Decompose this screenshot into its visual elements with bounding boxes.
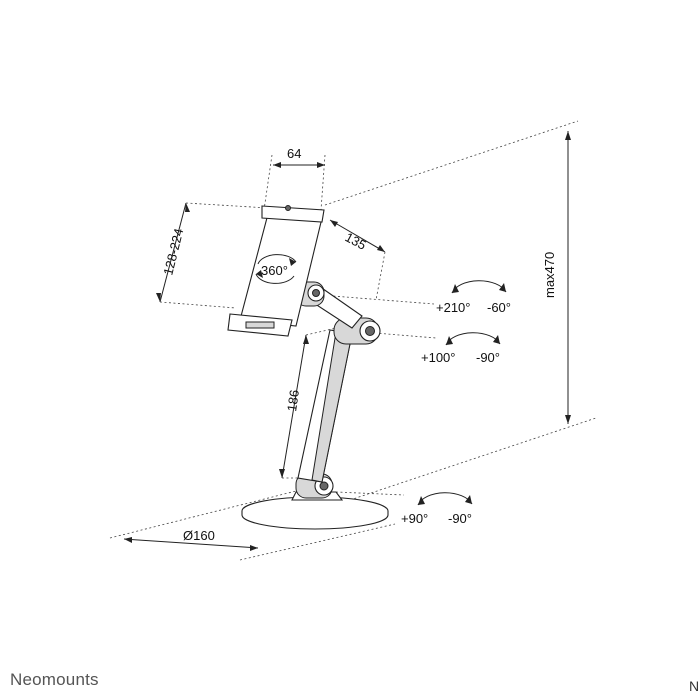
base-plate-edge bbox=[241, 511, 389, 530]
top-joint-rotate-arrow-right bbox=[499, 283, 506, 292]
holder-height-label: 128-224 bbox=[160, 227, 186, 277]
height-top-guide bbox=[324, 120, 579, 206]
base-joint-rotate-arrow-left bbox=[418, 496, 425, 505]
reach-guide-down bbox=[375, 251, 386, 301]
holder-height-dim-line bbox=[159, 202, 187, 303]
top-joint-plus-label: +210° bbox=[436, 300, 470, 315]
holder-top-clamp bbox=[261, 205, 325, 223]
holder-height-guide-bottom bbox=[159, 301, 237, 309]
rotate-360-arc-bottom bbox=[255, 273, 295, 284]
base-guide-left bbox=[109, 489, 301, 539]
arm-length-arrow-top bbox=[303, 335, 309, 344]
base-joint-plus-label: +90° bbox=[401, 511, 428, 526]
base-joint-guide bbox=[335, 491, 405, 496]
height-arrow-bottom bbox=[565, 415, 571, 424]
mid-joint-minus-label: -90° bbox=[476, 350, 500, 365]
holder-height-arrow-top bbox=[185, 203, 190, 212]
holder-rotation-label: 360° bbox=[261, 263, 288, 278]
holder-height-guide-top bbox=[185, 202, 269, 209]
mid-joint-rotate-arrow-right bbox=[493, 335, 500, 344]
base-arrow-right bbox=[250, 545, 258, 551]
stand-drawing bbox=[227, 205, 389, 530]
total-height-label: max470 bbox=[542, 252, 557, 298]
mid-joint-plus-label: +100° bbox=[421, 350, 455, 365]
holder-width-label: 64 bbox=[287, 146, 301, 161]
rotate-360-arrow-bottom bbox=[256, 270, 263, 278]
width-guide-right bbox=[320, 154, 326, 211]
base-diameter-label: Ø160 bbox=[183, 528, 215, 543]
mid-joint-rotate-arrow-left bbox=[446, 336, 453, 345]
clamp-slot bbox=[245, 321, 275, 329]
height-bottom-guide bbox=[349, 417, 597, 501]
width-arrow-right bbox=[317, 162, 325, 168]
base-joint-rotate-arrow-right bbox=[465, 495, 472, 504]
base-joint-rotate-arc bbox=[417, 492, 473, 506]
base-knob-center bbox=[319, 481, 329, 491]
mid-knob-center bbox=[365, 326, 375, 336]
rotation-indicators bbox=[417, 280, 507, 506]
arm-reach-label: 135 bbox=[343, 229, 369, 252]
rotate-360-arrow-top bbox=[289, 258, 296, 266]
base-joint-minus-label: -90° bbox=[448, 511, 472, 526]
width-guide-left bbox=[263, 154, 273, 211]
top-joint-guide bbox=[319, 294, 435, 305]
top-joint-rotate-arc bbox=[451, 280, 507, 294]
edge-mark: N bbox=[689, 678, 700, 694]
base-arrow-left bbox=[124, 537, 132, 543]
brand-logo-text: Neomounts bbox=[10, 670, 99, 689]
height-arrow-top bbox=[565, 131, 571, 140]
base-dim-line bbox=[123, 538, 259, 549]
mid-joint-rotate-arc bbox=[445, 332, 501, 346]
holder-height-arrow-bottom bbox=[156, 293, 161, 302]
clamp-screw bbox=[285, 205, 291, 211]
arm-length-dim-line bbox=[281, 334, 307, 479]
top-joint-rotate-arrow-left bbox=[452, 284, 459, 293]
top-joint-minus-label: -60° bbox=[487, 300, 511, 315]
mid-joint-guide bbox=[374, 332, 437, 339]
reach-arrow-right bbox=[377, 245, 385, 252]
top-knob-center bbox=[312, 289, 320, 297]
arm-length-arrow-bottom bbox=[279, 469, 285, 478]
rotate-360-arc-top bbox=[257, 254, 297, 265]
width-arrow-left bbox=[273, 162, 281, 168]
reach-arrow-left bbox=[330, 220, 338, 227]
arm-length-label: 186 bbox=[284, 389, 302, 413]
reach-dim-line bbox=[329, 219, 386, 253]
